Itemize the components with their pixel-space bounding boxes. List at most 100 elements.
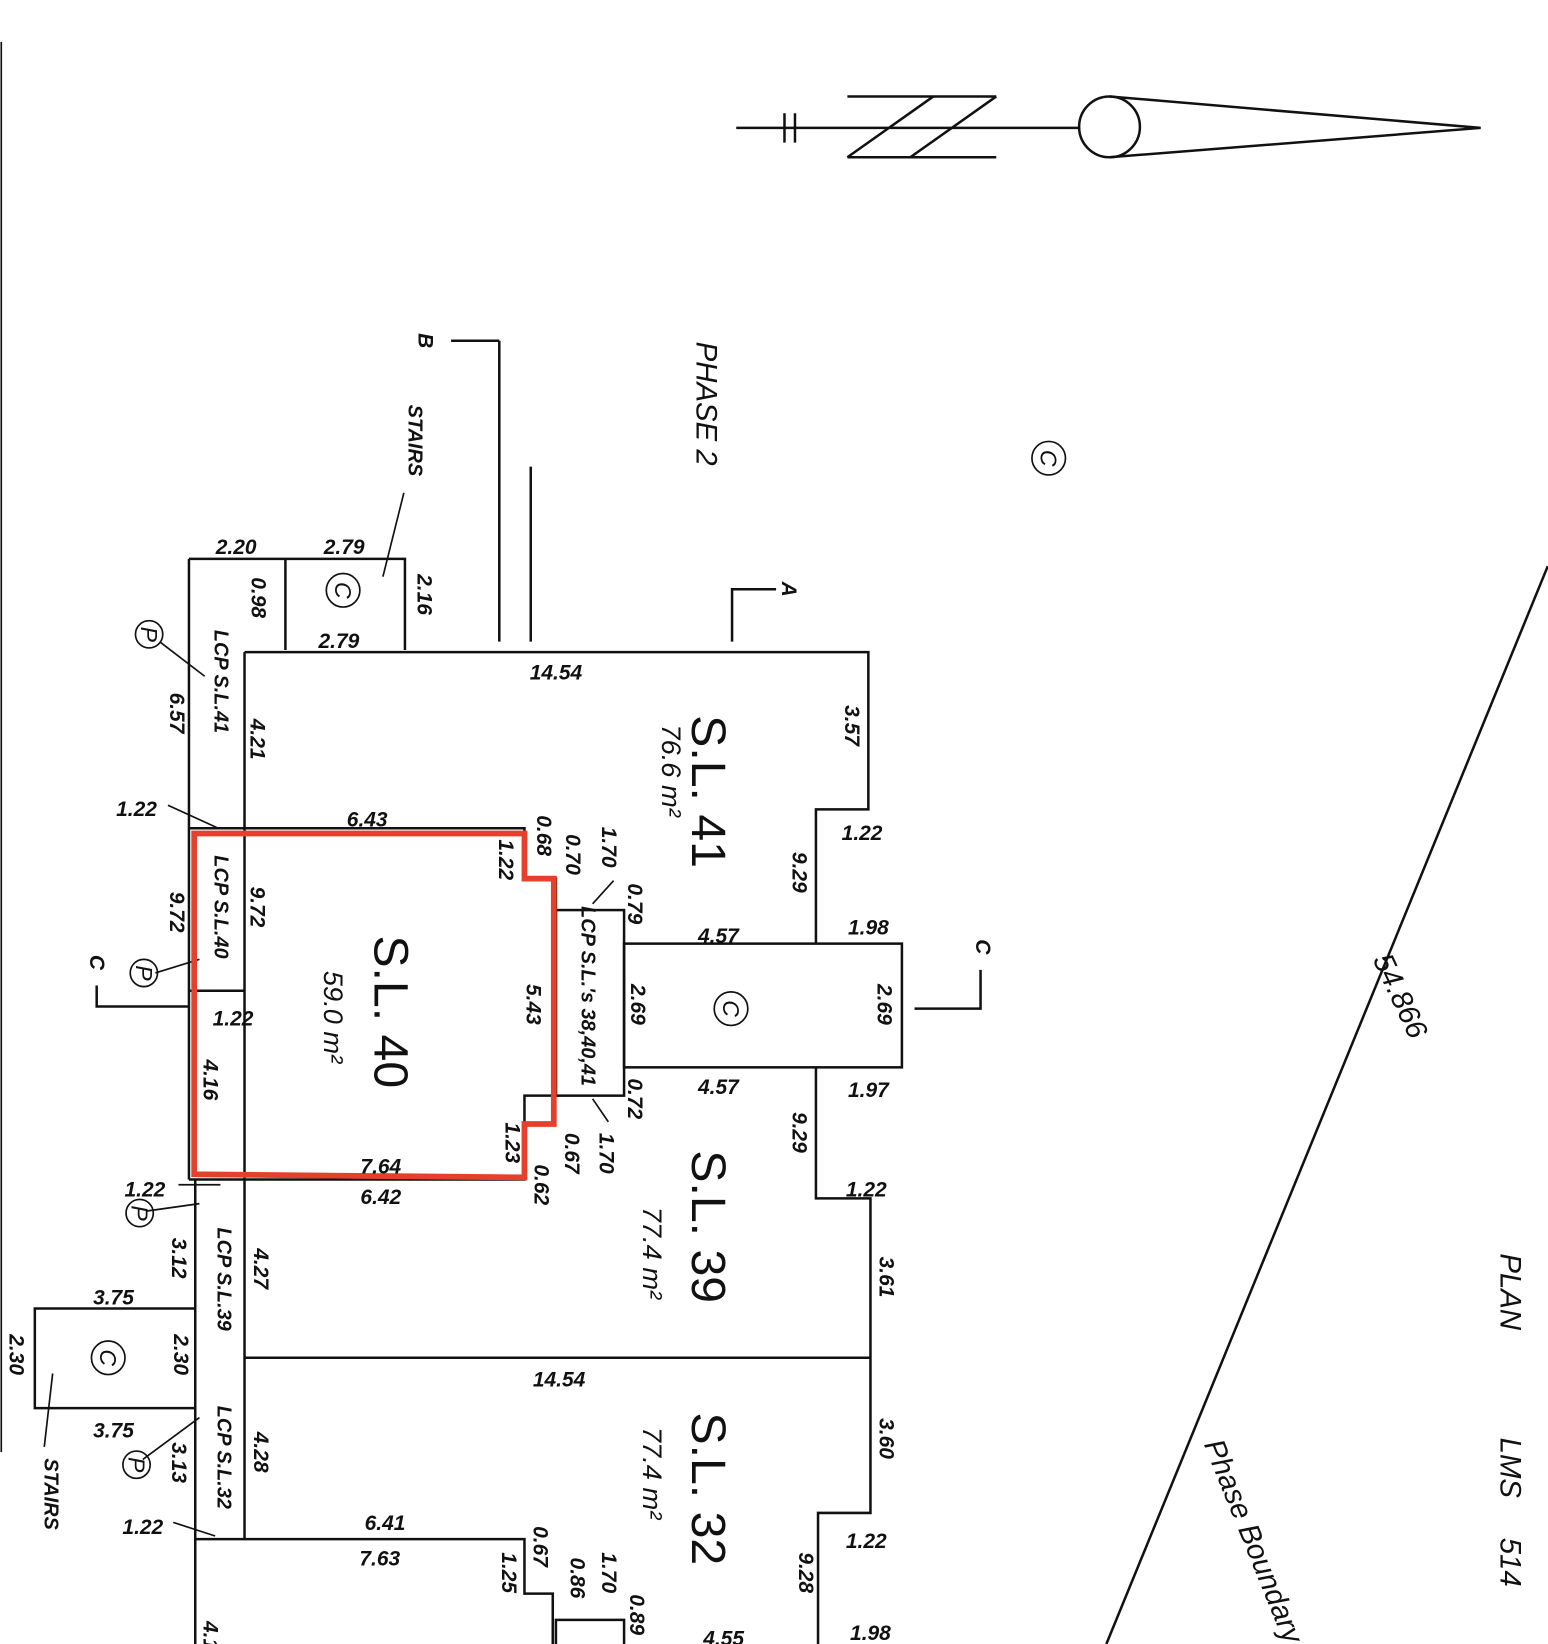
dimension-label: 2.16 bbox=[412, 573, 435, 615]
dimension-label: 2.79 bbox=[317, 630, 359, 653]
dimension-label: 9.29 bbox=[788, 1112, 811, 1153]
dimension-label: 2.30 bbox=[4, 1333, 27, 1375]
dimension-label: 2.30 bbox=[169, 1333, 192, 1375]
limited-common-property-label: LCP S.L.32 bbox=[213, 1406, 235, 1509]
dimension-label: 4.27 bbox=[249, 1247, 272, 1290]
common-property-circle-symbol: C bbox=[1036, 450, 1062, 467]
dimension-label: 1.98 bbox=[850, 1622, 891, 1644]
section-a-marker: A bbox=[777, 581, 800, 597]
dimension-label: 14.54 bbox=[533, 1368, 586, 1391]
dimension-label: 0.72 bbox=[623, 1078, 646, 1119]
dimension-label: 1.25 bbox=[497, 1552, 520, 1593]
dimension-label: 1.22 bbox=[122, 1516, 163, 1539]
dimension-label: 4.1 bbox=[198, 1620, 221, 1644]
dimension-label: 3.61 bbox=[875, 1257, 898, 1298]
plan-number: 514 bbox=[1494, 1538, 1527, 1587]
selected-lot-highlight[interactable] bbox=[191, 830, 557, 1181]
lot-area: 59.0 m² bbox=[318, 971, 349, 1064]
phase-label: PHASE 2 bbox=[689, 342, 722, 466]
dimension-label: 1.22 bbox=[846, 1530, 887, 1553]
lot-label: S.L. 41 bbox=[681, 715, 735, 868]
boundary-length: 54.866 bbox=[1366, 948, 1434, 1044]
parking-circle-icon bbox=[134, 619, 164, 649]
lot-label: S.L. 39 bbox=[681, 1150, 735, 1303]
limited-common-property-label: LCP S.L.'s 38,40,41 bbox=[576, 906, 598, 1086]
dimension-label: 4.21 bbox=[246, 718, 269, 760]
dimension-label: 3.60 bbox=[875, 1418, 898, 1459]
parking-circle-icon bbox=[122, 1450, 151, 1480]
dimension-label: 2.20 bbox=[215, 536, 257, 559]
north-arrow-icon bbox=[736, 95, 1481, 159]
lot-area: 76.6 m² bbox=[656, 724, 687, 817]
dimension-label: 2.69 bbox=[873, 983, 896, 1025]
dimension-label: 0.70 bbox=[561, 834, 584, 875]
dimension-label: 1.23 bbox=[500, 1122, 523, 1163]
dimension-label: 9.29 bbox=[788, 852, 811, 893]
dimension-label: 3.75 bbox=[93, 1287, 134, 1310]
lot-area: 77.4 m² bbox=[637, 1427, 668, 1520]
dimension-label: 4.57 bbox=[697, 1076, 740, 1099]
dimension-label: 3.12 bbox=[167, 1238, 190, 1279]
dimension-label: 9.72 bbox=[246, 887, 269, 928]
dimension-label: 6.41 bbox=[365, 1512, 406, 1535]
dimension-label: 1.22 bbox=[846, 1179, 887, 1202]
parking-circle-symbol: P bbox=[131, 965, 157, 981]
common-property-circle-symbol: C bbox=[95, 1349, 121, 1366]
parking-circle-symbol: P bbox=[127, 1205, 153, 1221]
dimension-label: 4.28 bbox=[249, 1431, 272, 1473]
stairs-label: STAIRS bbox=[403, 405, 425, 477]
section-c-marker: C bbox=[85, 955, 108, 971]
dimension-label: 1.22 bbox=[125, 1179, 166, 1202]
common-property-circle-icon bbox=[713, 991, 749, 1027]
dimension-label: 1.22 bbox=[842, 822, 883, 845]
dimension-label: 1.70 bbox=[595, 1133, 618, 1174]
dimension-label: 6.42 bbox=[360, 1186, 401, 1209]
dimension-label: 1.22 bbox=[494, 839, 517, 880]
phase-boundary-label: Phase Boundary bbox=[1197, 1434, 1310, 1644]
dimension-label: 0.68 bbox=[532, 815, 555, 856]
limited-common-property-label: LCP S.L.39 bbox=[213, 1228, 235, 1331]
dimension-label: 9.28 bbox=[794, 1552, 817, 1593]
dimension-label: 0.67 bbox=[529, 1526, 552, 1568]
limited-common-property-label: LCP S.L.40 bbox=[209, 855, 231, 958]
parking-circle-symbol: P bbox=[136, 627, 162, 643]
dimension-label: 7.63 bbox=[359, 1548, 400, 1571]
dimension-label: 4.16 bbox=[198, 1059, 221, 1101]
dimension-label: 9.72 bbox=[165, 892, 188, 933]
common-property-circle-symbol: C bbox=[330, 582, 356, 599]
plan-lms: LMS bbox=[1494, 1438, 1527, 1499]
section-c-marker: C bbox=[971, 939, 994, 955]
stairs-label: STAIRS bbox=[40, 1458, 62, 1530]
dimension-label: 0.79 bbox=[623, 883, 646, 924]
dimension-label: 0.86 bbox=[565, 1558, 588, 1599]
dimension-label: 0.62 bbox=[530, 1164, 553, 1205]
dimension-label: 5.43 bbox=[521, 984, 544, 1025]
common-property-circle-symbol: C bbox=[718, 1000, 744, 1017]
dimension-label: 1.22 bbox=[116, 798, 157, 821]
dimension-label: 3.57 bbox=[840, 705, 863, 747]
common-property-circle-icon bbox=[325, 572, 361, 608]
dimension-label: 0.67 bbox=[560, 1133, 583, 1175]
dimension-label: 3.13 bbox=[167, 1442, 190, 1483]
plan-title: PLAN bbox=[1494, 1253, 1527, 1330]
dimension-label: 1.22 bbox=[213, 1008, 254, 1031]
dimension-label: 6.57 bbox=[165, 693, 188, 735]
dimension-label: 14.54 bbox=[530, 662, 583, 685]
dimension-label: 1.70 bbox=[597, 1552, 620, 1593]
parking-circle-icon bbox=[129, 958, 159, 988]
dimension-label: 6.43 bbox=[347, 808, 388, 831]
dimension-label: 4.55 bbox=[702, 1627, 744, 1644]
limited-common-property-label: LCP S.L.41 bbox=[209, 630, 231, 733]
dimension-label: 1.98 bbox=[848, 916, 889, 939]
dimension-label: 1.70 bbox=[597, 827, 620, 868]
lot-label: S.L. 32 bbox=[681, 1412, 735, 1565]
common-property-circle-icon bbox=[1031, 440, 1067, 476]
parking-circle-icon bbox=[125, 1198, 155, 1228]
dimension-label: 1.97 bbox=[848, 1079, 890, 1102]
dimension-label: 0.98 bbox=[247, 577, 270, 618]
common-property-circle-icon bbox=[90, 1340, 126, 1376]
parking-circle-symbol: P bbox=[124, 1457, 150, 1473]
dimension-label: 7.64 bbox=[360, 1155, 401, 1178]
phase-boundary-line bbox=[1105, 565, 1548, 1644]
